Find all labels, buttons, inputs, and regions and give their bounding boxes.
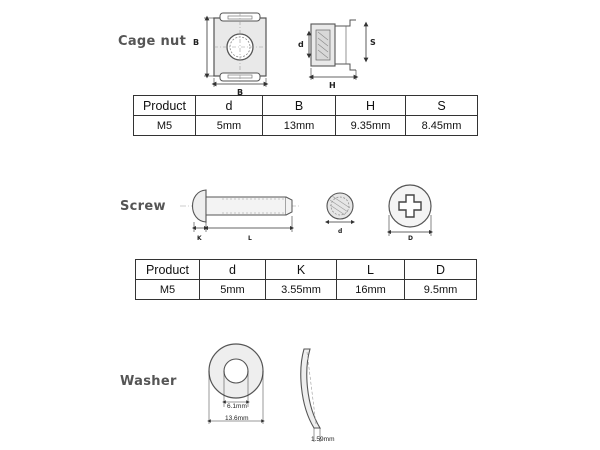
table-header-row: Product d K L D [135, 259, 477, 280]
header-d: d [195, 95, 263, 116]
screw-head-top-view [386, 184, 434, 236]
cell-product: M5 [135, 279, 200, 300]
header-k: K [265, 259, 337, 280]
header-product: Product [135, 259, 200, 280]
cage-nut-h-label: H [329, 81, 336, 90]
table-row: M5 5mm 13mm 9.35mm 8.45mm [133, 115, 478, 136]
table-header-row: Product d B H S [133, 95, 478, 116]
cage-nut-side-view [306, 19, 369, 80]
header-d: d [199, 259, 266, 280]
cell-b: 13mm [262, 115, 336, 136]
cell-k: 3.55mm [265, 279, 337, 300]
washer-outer-dim: 13.6mm [225, 415, 248, 422]
cell-product: M5 [133, 115, 196, 136]
header-s: S [405, 95, 478, 116]
screw-d-label: d [338, 228, 342, 235]
screw-l-label: L [248, 235, 252, 242]
header-l: L [336, 259, 405, 280]
table-row: M5 5mm 3.55mm 16mm 9.5mm [135, 279, 477, 300]
screw-cross-section [324, 192, 356, 225]
cell-h: 9.35mm [335, 115, 406, 136]
screw-D-label: D [408, 235, 413, 242]
header-b: B [262, 95, 336, 116]
header-h: H [335, 95, 406, 116]
cage-nut-spec-table: Product d B H S M5 5mm 13mm 9.35mm 8.45m… [133, 95, 478, 136]
cage-nut-s-label: S [370, 38, 376, 47]
cage-nut-d-label: d [298, 40, 304, 49]
cage-nut-b-side-label: B [193, 38, 199, 47]
cell-D: 9.5mm [404, 279, 477, 300]
washer-inner-dim: 6.1mm [227, 403, 247, 410]
header-D: D [404, 259, 477, 280]
washer-front-view [207, 343, 265, 424]
header-product: Product [133, 95, 196, 116]
cage-nut-top-view [204, 12, 269, 87]
cell-s: 8.45mm [405, 115, 478, 136]
screw-spec-table: Product d K L D M5 5mm 3.55mm 16mm 9.5mm [135, 259, 477, 300]
cell-d: 5mm [195, 115, 263, 136]
washer-thickness-dim: 1.59mm [311, 436, 334, 443]
screw-side-view [180, 189, 300, 232]
screw-k-label: K [197, 235, 202, 242]
screw-label: Screw [120, 199, 166, 214]
washer-label: Washer [120, 374, 177, 389]
cell-l: 16mm [336, 279, 405, 300]
cage-nut-b-bottom-label: B [237, 88, 243, 97]
cell-d: 5mm [199, 279, 266, 300]
cage-nut-label: Cage nut [118, 34, 187, 49]
washer-side-view [300, 348, 321, 442]
